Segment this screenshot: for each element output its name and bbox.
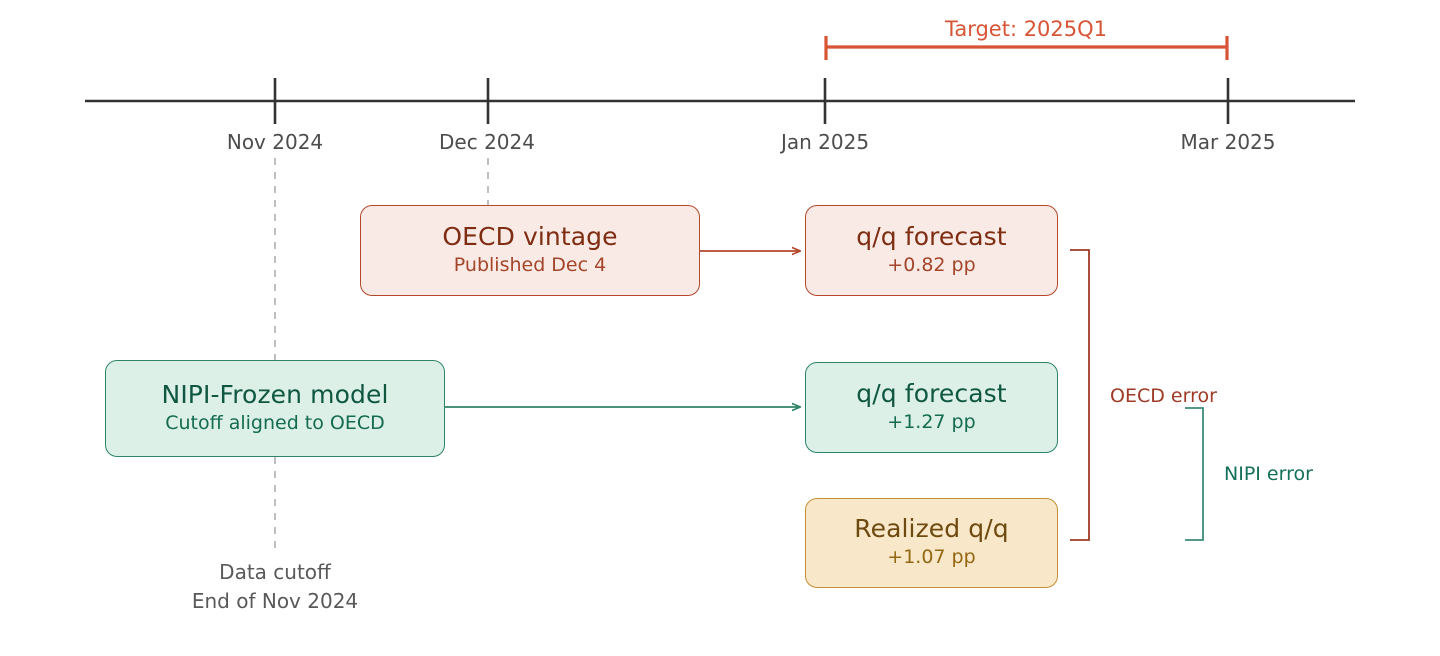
oecd-error-label: OECD error <box>1110 385 1217 407</box>
node-realized-title: Realized q/q <box>854 514 1009 543</box>
node-realized[interactable]: Realized q/q +1.07 pp <box>805 498 1058 588</box>
node-nipi-model-title: NIPI-Frozen model <box>161 379 389 409</box>
target-span-bracket <box>824 36 1229 60</box>
node-realized-value: +1.07 pp <box>887 546 976 569</box>
timeline-ticks <box>273 78 1230 124</box>
node-oecd-forecast-value: +0.82 pp <box>887 253 976 276</box>
tick-label-mar-2025: Mar 2025 <box>1180 130 1276 154</box>
cutoff-guides <box>274 158 489 549</box>
node-oecd-vintage-subtitle: Published Dec 4 <box>453 253 607 276</box>
nipi-error-label: NIPI error <box>1224 463 1313 485</box>
tick-label-nov-2024: Nov 2024 <box>226 130 324 154</box>
node-oecd-forecast[interactable]: q/q forecast +0.82 pp <box>805 205 1058 296</box>
node-nipi-model-subtitle: Cutoff aligned to OECD <box>165 411 385 434</box>
node-nipi-forecast-value: +1.27 pp <box>887 410 976 433</box>
target-span-label: Target: 2025Q1 <box>944 17 1108 41</box>
oecd-error-bracket <box>1070 249 1090 541</box>
node-nipi-forecast-title: q/q forecast <box>856 378 1007 408</box>
nipi-error-bracket <box>1185 407 1204 541</box>
tick-label-jan-2025: Jan 2025 <box>780 130 870 154</box>
data-cutoff-note-line2: End of Nov 2024 <box>191 589 359 613</box>
data-cutoff-note-line1: Data cutoff <box>219 560 331 584</box>
node-oecd-vintage[interactable]: OECD vintage Published Dec 4 <box>360 205 700 296</box>
node-nipi-forecast[interactable]: q/q forecast +1.27 pp <box>805 362 1058 453</box>
tick-label-dec-2024: Dec 2024 <box>439 130 535 154</box>
node-oecd-vintage-title: OECD vintage <box>442 221 618 251</box>
data-cutoff-note: Data cutoff End of Nov 2024 <box>192 558 358 616</box>
node-nipi-model[interactable]: NIPI-Frozen model Cutoff aligned to OECD <box>105 360 445 457</box>
node-oecd-forecast-title: q/q forecast <box>856 221 1007 251</box>
